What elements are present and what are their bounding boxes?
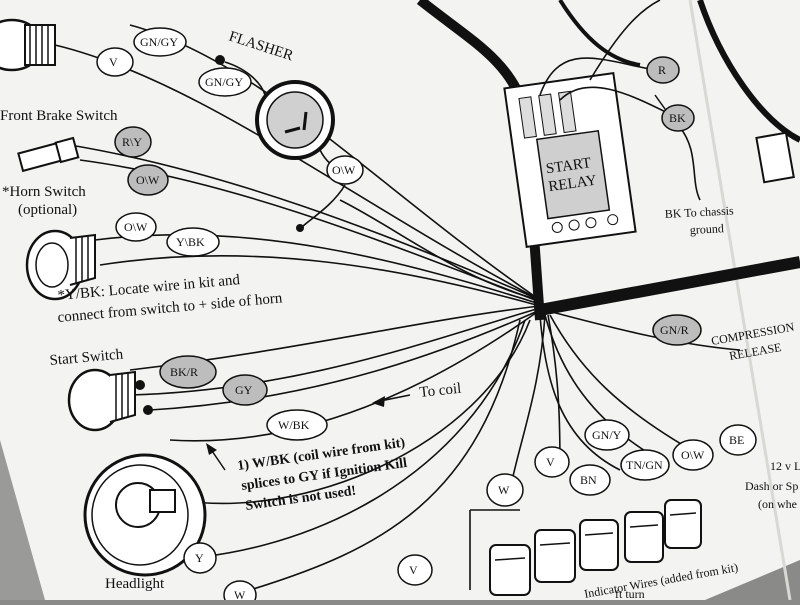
tag-tngn: TN/GN <box>626 458 663 472</box>
flasher <box>255 80 335 160</box>
headlight-label: Headlight <box>105 576 165 592</box>
headlight <box>83 453 207 577</box>
start-relay-label-2: RELAY <box>547 173 598 196</box>
tag-r: R <box>658 63 666 77</box>
tag-v-top: V <box>109 55 118 69</box>
start-switch <box>67 368 153 432</box>
horn-switch <box>25 229 96 301</box>
tag-ybk: Y\BK <box>176 235 205 249</box>
start-switch-label: Start Switch <box>49 347 124 369</box>
harness-right <box>697 0 800 143</box>
tag-ow-horn: O\W <box>124 220 148 234</box>
tag-v-mid: V <box>546 455 555 469</box>
top-switch <box>0 18 56 72</box>
tag-ow-right: O\W <box>681 448 705 462</box>
to-coil-label: To coil <box>419 381 462 401</box>
tag-wbk: W/BK <box>278 418 310 432</box>
bk-chassis-label-1: BK To chassis <box>664 203 734 221</box>
right-12v-label: 12 v L <box>770 459 800 473</box>
tag-rly: R\Y <box>122 135 142 149</box>
tag-be: BE <box>729 433 744 447</box>
start-relay <box>503 71 637 249</box>
tag-bn: BN <box>580 473 597 487</box>
left-turn-label: ft turn <box>615 587 645 600</box>
arrow-to-coil-head <box>372 396 385 407</box>
harness-branch <box>538 256 800 316</box>
paper-shadow <box>0 440 45 600</box>
relay-wire-1 <box>539 57 656 96</box>
tag-gngy-flasher: GN/GY <box>205 75 243 89</box>
tag-gny: GN/Y <box>592 428 622 442</box>
tag-bkr: BK/R <box>170 365 198 379</box>
tag-y: Y <box>195 551 204 565</box>
horn-optional-label: (optional) <box>18 202 77 218</box>
wire-tags: V GN/GY GN/GY O\W R\Y O\W O\W Y\BK R BK … <box>96 27 757 605</box>
relay-wire-3 <box>589 0 661 81</box>
wire-bundle <box>54 24 541 591</box>
tag-w-mid: W <box>498 483 510 497</box>
flasher-wire <box>224 61 266 96</box>
tag-bk: BK <box>669 111 686 125</box>
tag-gngy-top: GN/GY <box>140 35 178 49</box>
bk-ground-wire <box>677 124 701 201</box>
harness-top <box>558 0 641 67</box>
tag-w-bottom: W <box>234 588 246 600</box>
tag-gy: GY <box>235 383 253 397</box>
start-relay-label-1: START <box>545 155 592 177</box>
arrow-note1-head <box>206 443 217 455</box>
tag-gnr: GN/R <box>660 323 689 337</box>
front-brake-label: Front Brake Switch <box>0 108 118 124</box>
right-connector <box>755 131 795 184</box>
front-brake-switch <box>17 136 80 173</box>
flasher-node <box>215 55 225 65</box>
tag-v-bottom: V <box>409 563 418 577</box>
tag-ow-flasher: O\W <box>332 163 356 177</box>
indicator-bulbs <box>489 499 702 596</box>
horn-switch-label: *Horn Switch <box>2 184 86 200</box>
tag-ow-brake: O\W <box>136 173 160 187</box>
paper-fold <box>688 0 792 601</box>
right-dash-label: Dash or Sp <box>745 479 798 493</box>
junction-node <box>296 224 304 232</box>
right-whe-label: (on whe <box>758 497 797 511</box>
bk-chassis-label-2: ground <box>689 221 724 237</box>
